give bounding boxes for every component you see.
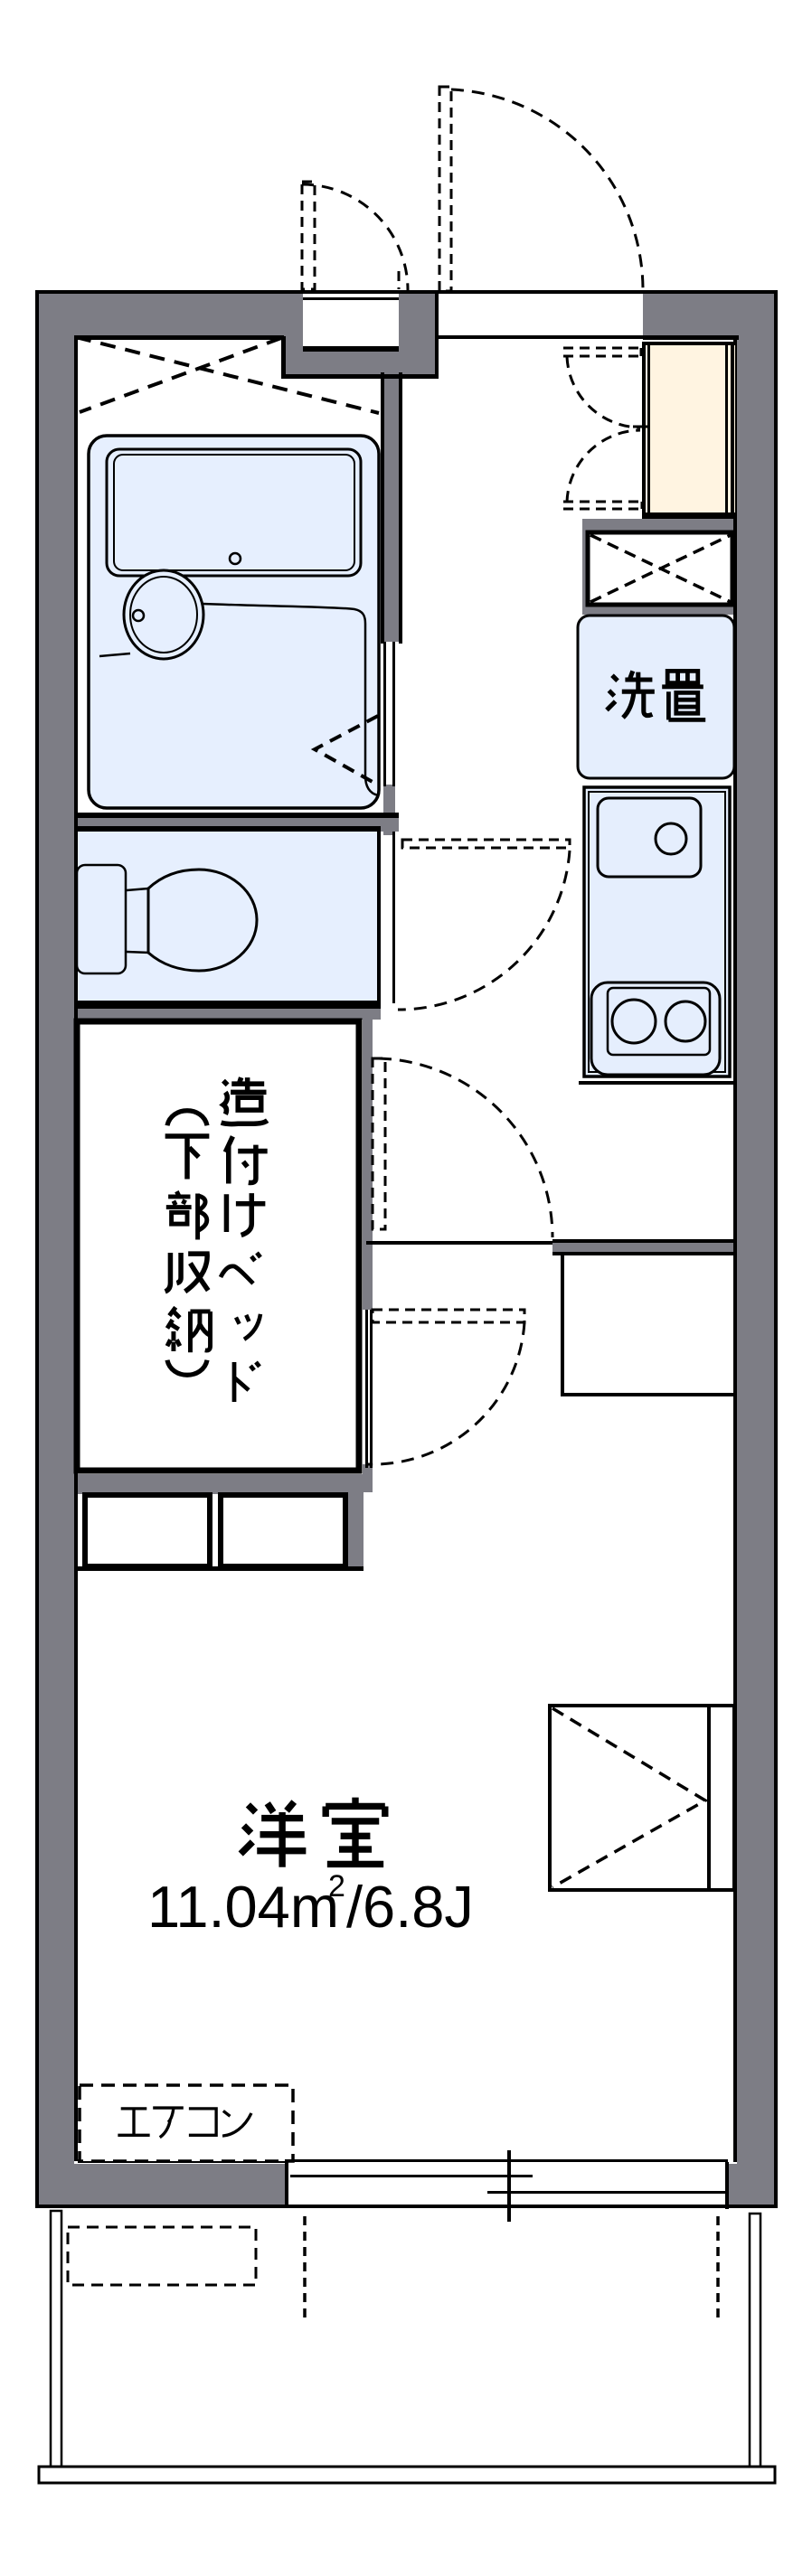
svg-text:/6.8J: /6.8J bbox=[346, 1874, 474, 1940]
svg-text:2: 2 bbox=[328, 1869, 345, 1904]
svg-text:11.04m: 11.04m bbox=[147, 1874, 339, 1940]
